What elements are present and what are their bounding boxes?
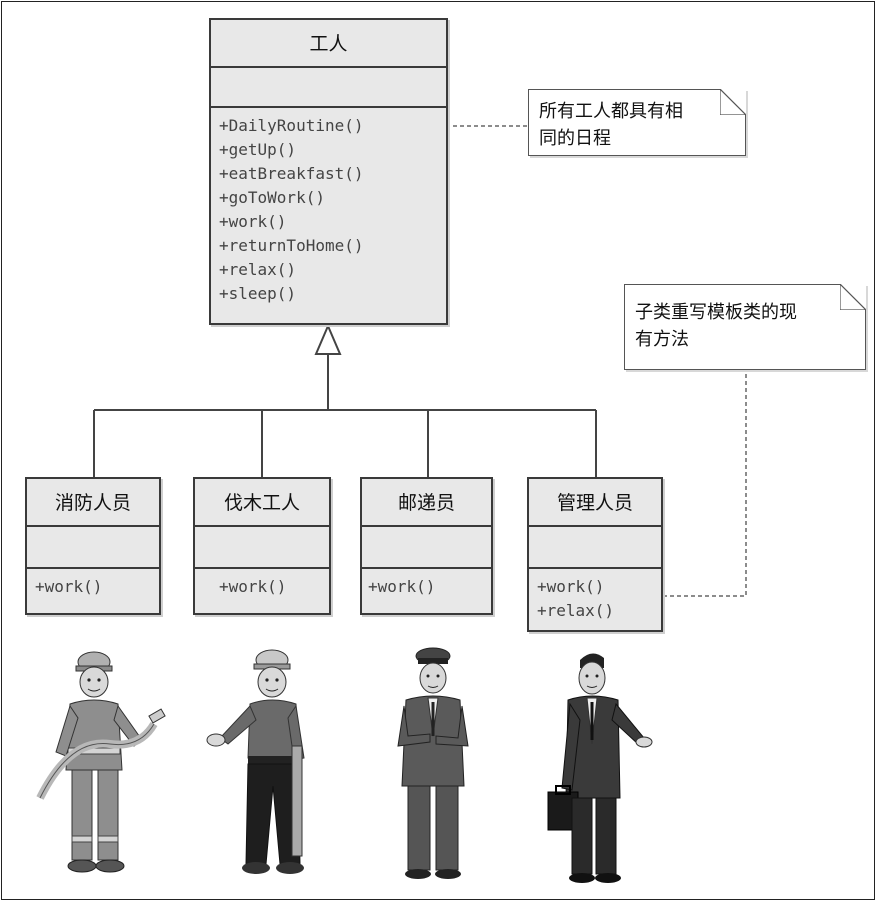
note-text-line: 同的日程 xyxy=(539,128,611,149)
postman-figure-icon xyxy=(397,647,469,879)
operation: +sleep() xyxy=(219,284,297,303)
note-fold-icon xyxy=(720,89,746,115)
note-text-line: 所有工人都具有相 xyxy=(539,101,683,122)
firefighter-figure-icon xyxy=(36,651,166,873)
class-lumberjack: 伐木工人 +work() xyxy=(193,477,331,615)
class-worker: 工人 +DailyRoutine() +getUp() +eatBreakfas… xyxy=(209,18,448,325)
class-operations-compartment: +work() xyxy=(27,569,159,599)
manager-figure-icon xyxy=(547,653,653,883)
operation: +work() xyxy=(35,577,103,596)
class-operations-compartment: +work() xyxy=(362,569,491,599)
operation: +work() xyxy=(368,577,436,596)
class-attributes-compartment xyxy=(211,68,446,108)
operation: +relax() xyxy=(537,601,615,620)
class-postman: 邮递员 +work() xyxy=(360,477,493,615)
operation: +returnToHome() xyxy=(219,236,364,255)
operation: +work() xyxy=(537,577,605,596)
note-text-line: 子类重写模板类的现 xyxy=(635,302,797,323)
class-attributes-compartment xyxy=(195,527,329,569)
class-name: 工人 xyxy=(211,20,446,68)
lumberjack-figure-icon xyxy=(206,649,305,874)
inheritance-arrowhead xyxy=(314,323,342,355)
class-operations-compartment: +work() +relax() xyxy=(529,569,661,623)
class-firefighter: 消防人员 +work() xyxy=(25,477,161,615)
operation: +work() xyxy=(219,577,287,596)
operation: +work() xyxy=(219,212,287,231)
class-name: 管理人员 xyxy=(529,479,661,527)
class-name: 消防人员 xyxy=(27,479,159,527)
class-attributes-compartment xyxy=(27,527,159,569)
operation: +getUp() xyxy=(219,140,297,159)
operation: +DailyRoutine() xyxy=(219,116,364,135)
class-operations-compartment: +work() xyxy=(195,569,329,599)
class-name: 伐木工人 xyxy=(195,479,329,527)
note-fold-icon xyxy=(840,284,866,310)
class-name: 邮递员 xyxy=(362,479,491,527)
class-attributes-compartment xyxy=(362,527,491,569)
note-link-2 xyxy=(663,370,747,597)
operation: +relax() xyxy=(219,260,297,279)
class-attributes-compartment xyxy=(529,527,661,569)
operation: +goToWork() xyxy=(219,188,325,207)
note-common-schedule: 所有工人都具有相 同的日程 xyxy=(528,89,746,156)
note-text-line: 有方法 xyxy=(635,329,689,350)
class-manager: 管理人员 +work() +relax() xyxy=(527,477,663,632)
class-operations-compartment: +DailyRoutine() +getUp() +eatBreakfast()… xyxy=(211,108,446,306)
operation: +eatBreakfast() xyxy=(219,164,364,183)
note-subclass-override: 子类重写模板类的现 有方法 xyxy=(624,284,866,370)
